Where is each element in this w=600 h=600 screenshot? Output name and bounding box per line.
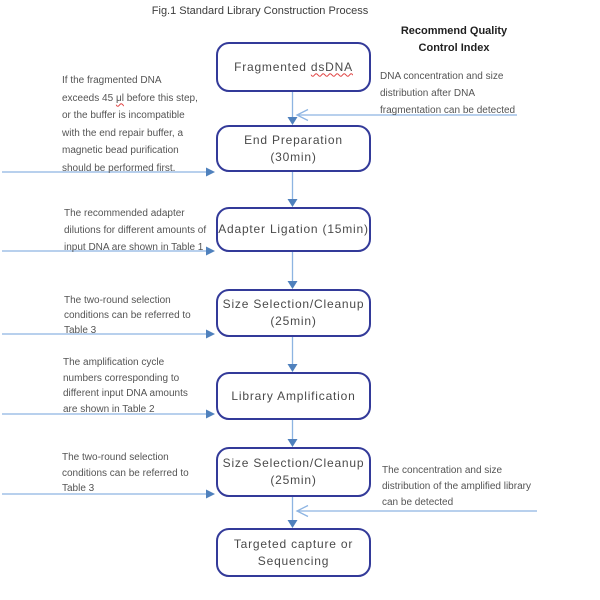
misspelled-word: dsDNA <box>310 59 353 74</box>
flow-box-size-selection-2: Size Selection/Cleanup (25min) <box>216 447 371 497</box>
left-note-arrow-1 <box>2 167 215 177</box>
flow-box-library-amplification: Library Amplification <box>216 372 371 420</box>
arrowhead-down-icon <box>287 364 298 372</box>
arrowhead-right-icon <box>206 329 215 339</box>
flow-connector-2 <box>287 172 298 207</box>
box-label: Fragmented dsDNA <box>234 59 353 74</box>
box-sublabel: (30min) <box>270 149 317 164</box>
arrowhead-down-icon <box>287 117 298 125</box>
quality-control-header-line1: Recommend Quality <box>400 25 508 37</box>
arrowhead-down-icon <box>287 520 298 528</box>
box-sublabel: Sequencing <box>257 553 330 568</box>
chevron-left-icon <box>295 504 309 518</box>
left-annotation-two-round-selection-1: The two-round selection conditions can b… <box>64 295 191 336</box>
left-annotation-bead-purification: If the fragmented DNA exceeds 45 μl befo… <box>62 75 198 174</box>
box-label: Targeted capture or <box>233 536 354 551</box>
flow-connector-5 <box>287 420 298 447</box>
figure-title: Fig.1 Standard Library Construction Proc… <box>151 5 369 17</box>
box-label: Library Amplification <box>231 388 356 403</box>
box-label: Size Selection/Cleanup <box>222 456 365 470</box>
flow-box-size-selection-1: Size Selection/Cleanup (25min) <box>216 289 371 337</box>
arrowhead-right-icon <box>206 167 215 177</box>
arrowhead-right-icon <box>206 246 215 256</box>
right-note-arrow-2 <box>295 504 537 518</box>
arrowhead-right-icon <box>206 409 215 419</box>
left-note-arrow-2 <box>2 246 215 256</box>
arrowhead-down-icon <box>287 439 298 447</box>
flow-connector-4 <box>287 337 298 372</box>
left-annotation-two-round-selection-2: The two-round selection conditions can b… <box>62 452 189 494</box>
flow-connector-3 <box>287 252 298 289</box>
arrowhead-right-icon <box>206 489 215 499</box>
box-sublabel: (25min) <box>270 473 317 487</box>
quality-control-header-line2: Control Index <box>418 42 490 54</box>
right-note-arrow-1 <box>295 108 517 122</box>
box-sublabel: (25min) <box>270 314 317 328</box>
flow-box-end-preparation: End Preparation (30min) <box>216 125 371 172</box>
chevron-left-icon <box>295 108 309 122</box>
quality-control-header: Recommend Quality Control Index <box>388 23 520 57</box>
flow-box-fragmented-dsdna: Fragmented dsDNA <box>216 42 371 92</box>
flow-box-adapter-ligation: Adapter Ligation (15min) <box>216 207 371 252</box>
flow-box-targeted-capture: Targeted capture or Sequencing <box>216 528 371 577</box>
right-annotation-fragmentation-qc: DNA concentration and size distribution … <box>380 71 516 116</box>
left-annotation-adapter-dilutions: The recommended adapter dilutions for di… <box>64 208 207 253</box>
left-note-arrow-4 <box>2 409 215 419</box>
left-annotation-amplification-cycles: The amplification cycle numbers correspo… <box>63 357 188 415</box>
arrowhead-down-icon <box>287 199 298 207</box>
left-note-arrow-5 <box>2 489 215 499</box>
flow-connector-6 <box>287 497 298 528</box>
misspelled-word: μl <box>115 92 124 104</box>
box-label: Adapter Ligation (15min) <box>218 222 369 236</box>
arrowhead-down-icon <box>287 281 298 289</box>
box-label: End Preparation <box>244 132 343 147</box>
right-annotation-amplified-library-qc: The concentration and size distribution … <box>382 465 531 508</box>
flow-connector-1 <box>287 92 298 125</box>
left-note-arrow-3 <box>2 329 215 339</box>
box-label: Size Selection/Cleanup <box>222 297 365 311</box>
